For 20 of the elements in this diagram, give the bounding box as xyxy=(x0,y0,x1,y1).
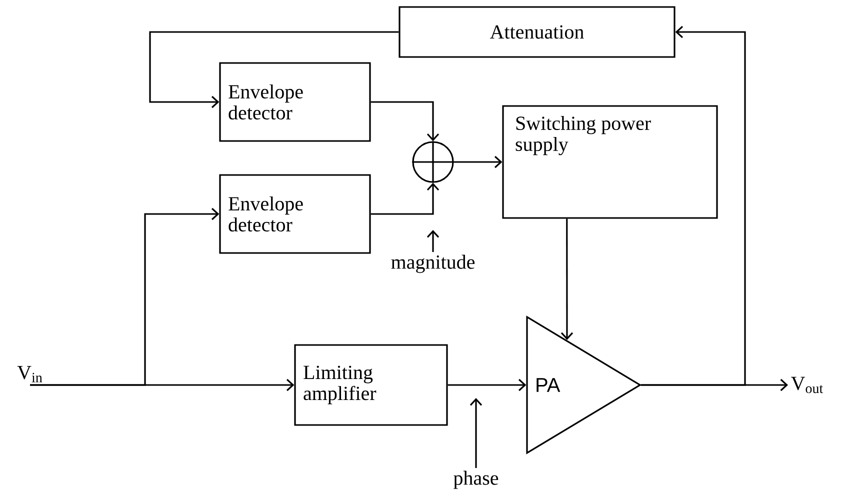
leader-arrow xyxy=(426,230,440,252)
magnitude-label: magnitude xyxy=(391,254,475,273)
output-label: V$_{out}$ xyxy=(791,376,824,394)
arrow xyxy=(149,31,399,108)
attenuation-box: Attenuation xyxy=(398,6,676,58)
arrow xyxy=(30,208,220,386)
summing-junction xyxy=(411,140,455,184)
detector-box: Envelope detector xyxy=(219,174,371,254)
phase-label: phase xyxy=(454,470,498,489)
arrow xyxy=(448,378,526,392)
power-supply-box: Switching power supply xyxy=(502,105,718,219)
arrow xyxy=(640,26,746,386)
arrow xyxy=(370,182,440,215)
detector-box: Envelope detector xyxy=(219,62,371,142)
input-label: V$_{in}$ xyxy=(17,366,42,382)
arrow xyxy=(370,101,440,142)
leader-arrow xyxy=(470,398,482,468)
amplifier-box: Limiting amplifier xyxy=(294,344,448,426)
arrow xyxy=(560,218,574,340)
arrow xyxy=(454,156,502,168)
